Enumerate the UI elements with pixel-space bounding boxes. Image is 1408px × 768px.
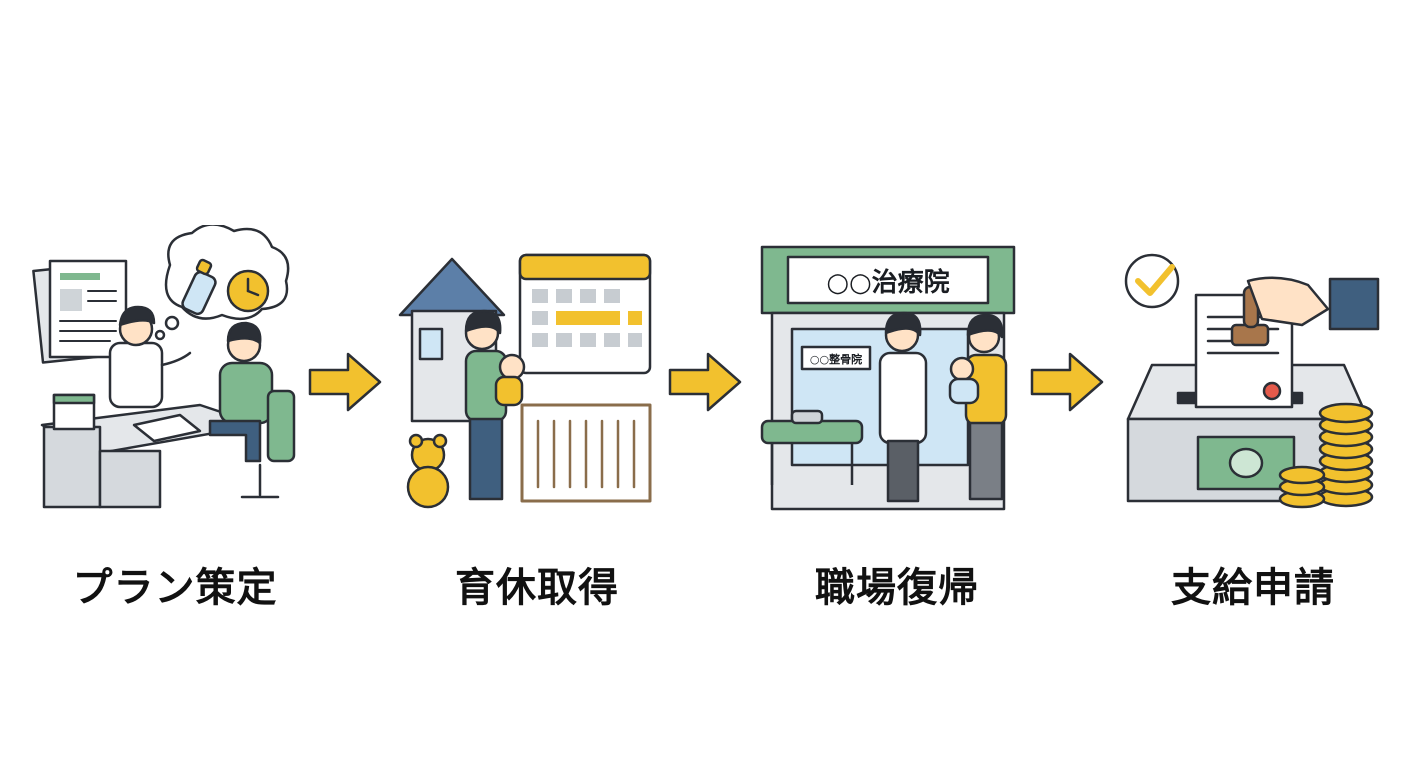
step-label-subsidy-application: 支給申請 [1171,565,1335,611]
childcare-leave-icon [398,253,652,509]
step-label-plan: プラン策定 [72,565,278,611]
arrow-right-icon [1030,350,1106,414]
subsidy-application-icon [1124,253,1380,509]
consultation-icon [32,225,296,509]
step-subsidy-application [1108,225,1398,525]
arrow-right-icon [668,350,744,414]
clinic-door-sign: ○○整骨院 [810,352,862,366]
step-return-to-work: ○○治療院 ○○整骨院 [752,225,1042,525]
clinic-sign: ○○治療院 [826,267,949,298]
arrow-right-icon [308,350,384,414]
step-label-childcare-leave: 育休取得 [455,565,619,611]
return-to-clinic-icon: ○○治療院 ○○整骨院 [760,245,1016,511]
step-label-return-to-work: 職場復帰 [815,565,979,611]
step-plan [30,225,320,525]
step-childcare-leave [392,225,682,525]
